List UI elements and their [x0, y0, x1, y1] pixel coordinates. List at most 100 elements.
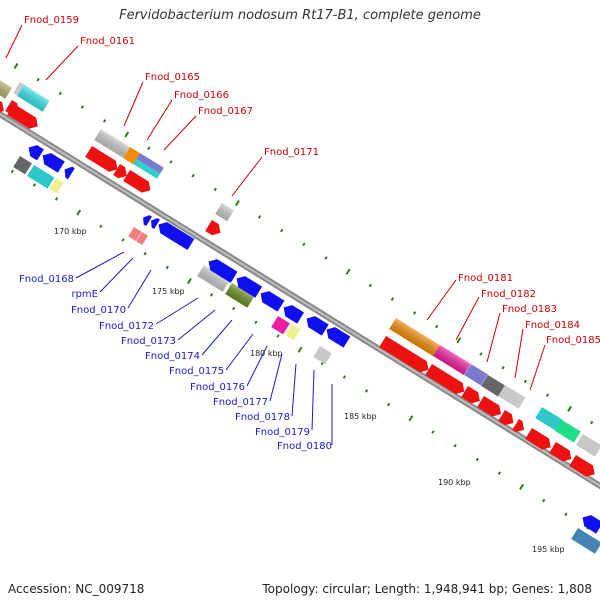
gene-fnod-0187 — [555, 420, 581, 443]
gene-fnod-0170c — [158, 222, 195, 251]
gene-fnod-0183b — [461, 386, 480, 404]
scale-tick — [453, 443, 457, 448]
scale-tick — [124, 131, 130, 138]
label-fnod-0183[interactable]: Fnod_0183 — [502, 304, 557, 315]
scale-tick — [364, 389, 369, 393]
scale-tick — [412, 311, 417, 315]
scale-tick — [387, 402, 391, 407]
label-fnod-0167[interactable]: Fnod_0167 — [198, 106, 253, 117]
gene-fnod-0179 — [313, 346, 332, 365]
label-rpme[interactable]: rpmE — [71, 289, 98, 300]
scale-tick — [523, 379, 527, 384]
scale-tick — [32, 183, 37, 187]
gene-fnod-0186b — [525, 428, 551, 450]
label-fnod-0166[interactable]: Fnod_0166 — [174, 90, 229, 101]
gene-fnod-0179r — [306, 316, 329, 336]
gene-rev-grey — [13, 156, 32, 175]
label-fnod-0181[interactable]: Fnod_0181 — [458, 273, 513, 284]
scale-tick — [257, 215, 262, 219]
label-fnod-0175[interactable]: Fnod_0175 — [169, 366, 224, 377]
gene-fnod-0178 — [285, 324, 301, 341]
scale-tick — [99, 224, 103, 229]
backbone — [0, 110, 600, 490]
gene-fnod-0181 — [389, 318, 441, 357]
label-fnod-0185[interactable]: Fnod_0185 — [546, 335, 600, 346]
scale-label-175: 175 kbp — [152, 287, 185, 296]
gene-fnod-0171b — [205, 220, 221, 236]
scale-tick — [390, 297, 395, 301]
gene-fnod-0168 — [128, 227, 142, 242]
scale-ticks — [10, 62, 594, 530]
label-fnod-0182[interactable]: Fnod_0182 — [481, 289, 536, 300]
scale-tick — [191, 173, 195, 178]
gene-fnod-0167 — [133, 153, 164, 179]
scale-label-170: 170 kbp — [54, 227, 87, 236]
gene-fnod-0165 — [94, 129, 130, 158]
gene-fnod-0174 — [236, 276, 263, 298]
label-fnod-0176[interactable]: Fnod_0176 — [190, 382, 245, 393]
gene-fnod-0187b — [549, 442, 572, 462]
label-fnod-0177[interactable]: Fnod_0177 — [213, 397, 268, 408]
scale-tick — [519, 483, 525, 490]
label-fnod-0178[interactable]: Fnod_0178 — [235, 412, 290, 423]
label-fnod-0171[interactable]: Fnod_0171 — [264, 147, 319, 158]
scale-labels: 170 kbp 175 kbp 180 kbp 185 kbp 190 kbp … — [54, 227, 565, 554]
label-fnod-0170[interactable]: Fnod_0170 — [71, 305, 126, 316]
gene-fnod-0185b — [498, 410, 514, 426]
gene-fnod-0171 — [215, 203, 234, 222]
scale-tick — [324, 256, 328, 260]
label-fnod-0173[interactable]: Fnod_0173 — [121, 336, 176, 347]
label-fnod-0180[interactable]: Fnod_0180 — [277, 441, 332, 452]
scale-tick — [497, 471, 502, 475]
scale-tick — [213, 187, 217, 192]
label-fnod-0165[interactable]: Fnod_0165 — [145, 72, 200, 83]
scale-tick — [479, 352, 483, 356]
label-fnod-0184[interactable]: Fnod_0184 — [525, 320, 580, 331]
label-fnod-0159[interactable]: Fnod_0159 — [24, 15, 79, 26]
scale-label-185: 185 kbp — [344, 412, 377, 421]
label-fnod-0179[interactable]: Fnod_0179 — [255, 427, 310, 438]
label-fnod-0174[interactable]: Fnod_0174 — [145, 351, 200, 362]
scale-tick — [76, 209, 82, 216]
scale-tick — [102, 119, 107, 123]
scale-tick — [80, 105, 85, 109]
label-fnod-0161[interactable]: Fnod_0161 — [80, 36, 135, 47]
gene-fnod-0170b — [151, 218, 160, 230]
gene-rev-2 — [42, 153, 65, 173]
scale-tick — [564, 512, 568, 517]
forward-gene-labels: Fnod_0159 Fnod_0161 Fnod_0165 Fnod_0166 … — [24, 15, 600, 346]
scale-tick — [143, 251, 147, 256]
scale-tick — [58, 91, 62, 96]
genome-summary: Topology: circular; Length: 1,948,941 bp… — [262, 582, 592, 596]
gene-rev-3 — [64, 166, 75, 180]
gene-rev-cyan — [27, 165, 55, 189]
gene-fnod-0180 — [326, 327, 351, 348]
scale-tick — [186, 278, 192, 285]
gene-fnod-0177 — [271, 316, 290, 335]
scale-tick — [475, 457, 479, 462]
scale-tick — [165, 265, 169, 270]
label-fnod-0168[interactable]: Fnod_0168 — [19, 274, 74, 285]
label-fnod-0172[interactable]: Fnod_0172 — [99, 321, 154, 332]
gene-fnod-0183 — [464, 364, 489, 386]
scale-tick — [545, 393, 550, 397]
gene-fnod-0170 — [143, 215, 152, 227]
gene-fnod-0181b — [379, 336, 429, 373]
scale-tick — [10, 169, 14, 174]
gene-fnod-0182b — [425, 364, 465, 394]
scale-tick — [297, 346, 303, 353]
scale-tick — [36, 77, 40, 82]
gene-fnod-0185c — [512, 419, 525, 433]
callout-lines — [5, 24, 546, 445]
scale-tick — [501, 365, 505, 370]
scale-tick — [254, 320, 258, 325]
scale-tick — [342, 375, 347, 379]
scale-tick — [169, 160, 173, 164]
forward-genes — [0, 74, 600, 477]
scale-tick — [147, 146, 151, 151]
scale-tick — [456, 337, 462, 344]
scale-tick — [280, 228, 284, 233]
gene-fnod-0173 — [225, 283, 255, 308]
scale-tick — [435, 324, 439, 329]
